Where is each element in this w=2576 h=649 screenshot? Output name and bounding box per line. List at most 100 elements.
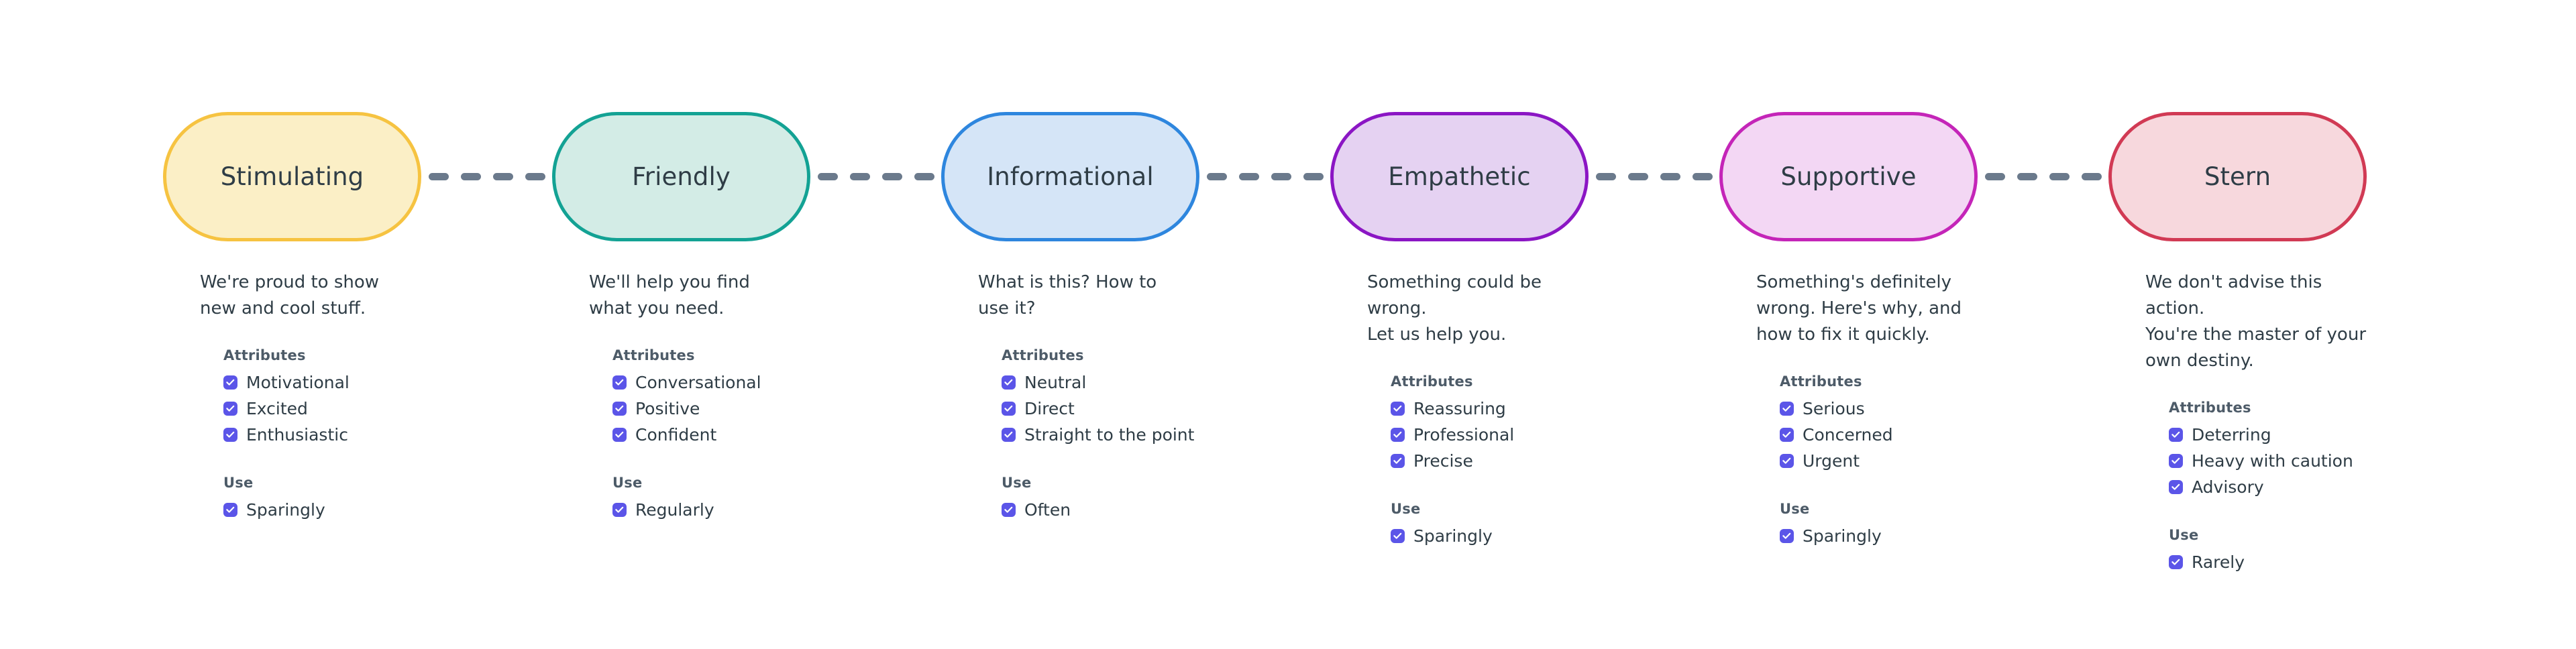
tone-pill-friendly[interactable]: Friendly [552,112,810,241]
attributes-heading: Attributes [1391,373,1473,390]
checkbox-row[interactable]: Direct [1002,396,1199,422]
checkmark-icon[interactable] [2169,428,2183,442]
checkbox-row[interactable]: Sparingly [1391,523,1589,549]
checkbox-row[interactable]: Confident [612,422,810,448]
checkbox-row[interactable]: Sparingly [223,497,421,523]
checkbox-label: Conversational [635,373,761,392]
checkmark-icon[interactable] [1002,503,1016,517]
connector-dash [1627,173,1648,180]
checkbox-row[interactable]: Excited [223,396,421,422]
checkmark-icon[interactable] [223,402,237,416]
checkbox-label: Excited [246,399,308,418]
checkbox-row[interactable]: Serious [1780,396,1978,422]
checkbox-label: Urgent [1803,451,1860,471]
tone-description: We're proud to show new and cool stuff. [200,272,380,318]
connector-dash [914,173,934,180]
use-heading: Use [612,475,643,491]
checkbox-label: Precise [1413,451,1473,471]
checkmark-icon[interactable] [1002,428,1016,442]
checkbox-label: Neutral [1024,373,1087,392]
dashed-line-icon [421,112,552,241]
tone-pill-label: Friendly [632,162,731,191]
connector-dash [2049,173,2070,180]
connector-dash [1206,173,1227,180]
checkmark-icon[interactable] [1391,529,1405,543]
checkmark-icon[interactable] [1391,402,1405,416]
dashed-line-icon [1978,112,2108,241]
tone-pill-label: Stern [2204,162,2271,191]
checkbox-label: Deterring [2192,425,2271,445]
checkbox-label: Sparingly [1413,526,1493,546]
checkmark-icon[interactable] [1780,428,1794,442]
checkbox-label: Sparingly [1803,526,1882,546]
tone-pill-stern[interactable]: Stern [2108,112,2367,241]
checkmark-icon[interactable] [1780,402,1794,416]
checkmark-icon[interactable] [1002,375,1016,390]
use-heading: Use [223,475,254,491]
checkbox-row[interactable]: Often [1002,497,1199,523]
checkmark-icon[interactable] [612,402,627,416]
connector-dash [1984,173,2005,180]
checkbox-row[interactable]: Positive [612,396,810,422]
checkbox-row[interactable]: Deterring [2169,422,2367,448]
checkbox-row[interactable]: Motivational [223,369,421,396]
checkmark-icon[interactable] [2169,555,2183,569]
checkbox-row[interactable]: Neutral [1002,369,1199,396]
checkmark-icon[interactable] [1780,454,1794,468]
tone-description: What is this? How to use it? [978,272,1157,318]
checkmark-icon[interactable] [223,503,237,517]
dashed-line-icon [810,112,941,241]
checkmark-icon[interactable] [223,428,237,442]
checkbox-row[interactable]: Advisory [2169,474,2367,500]
checkmark-icon[interactable] [1002,402,1016,416]
checkmark-icon[interactable] [612,428,627,442]
checkbox-row[interactable]: Precise [1391,448,1589,474]
tone-pill-stimulating[interactable]: Stimulating [163,112,421,241]
dashed-line-icon [1199,112,1330,241]
checkmark-icon[interactable] [1780,529,1794,543]
checkbox-row[interactable]: Conversational [612,369,810,396]
checkmark-icon[interactable] [2169,454,2183,468]
tone-pill-informational[interactable]: Informational [941,112,1199,241]
checkbox-row[interactable]: Rarely [2169,549,2367,575]
connector-dash [1303,173,1324,180]
checkbox-row[interactable]: Reassuring [1391,396,1589,422]
checkmark-icon[interactable] [1391,428,1405,442]
connector-dash [1660,173,1680,180]
connector-dash [849,173,870,180]
tone-pill-label: Supportive [1780,162,1917,191]
tone-pill-label: Informational [987,162,1154,191]
attributes-heading: Attributes [612,347,695,363]
checkbox-row[interactable]: Heavy with caution [2169,448,2367,474]
checkmark-icon[interactable] [612,503,627,517]
attributes-heading: Attributes [2169,400,2251,416]
connector-dash [525,173,545,180]
tone-pill-empathetic[interactable]: Empathetic [1330,112,1589,241]
checkbox-row[interactable]: Concerned [1780,422,1978,448]
checkbox-row[interactable]: Urgent [1780,448,1978,474]
tone-pill-label: Stimulating [220,162,364,191]
checkbox-label: Serious [1803,399,1865,418]
tone-pill-label: Empathetic [1388,162,1531,191]
tone-pill-supportive[interactable]: Supportive [1719,112,1978,241]
checkmark-icon[interactable] [223,375,237,390]
checkbox-label: Positive [635,399,700,418]
checkbox-row[interactable]: Enthusiastic [223,422,421,448]
checkmark-icon[interactable] [1391,454,1405,468]
checkbox-row[interactable]: Regularly [612,497,810,523]
checkbox-label: Heavy with caution [2192,451,2353,471]
tone-description: Something could be wrong. Let us help yo… [1367,272,1542,345]
checkbox-row[interactable]: Professional [1391,422,1589,448]
connector-dash [1692,173,1713,180]
checkmark-icon[interactable] [2169,480,2183,494]
checkmark-icon[interactable] [612,375,627,390]
attributes-heading: Attributes [223,347,306,363]
connector-dash [460,173,481,180]
checkbox-row[interactable]: Sparingly [1780,523,1978,549]
checkbox-row[interactable]: Straight to the point [1002,422,1199,448]
